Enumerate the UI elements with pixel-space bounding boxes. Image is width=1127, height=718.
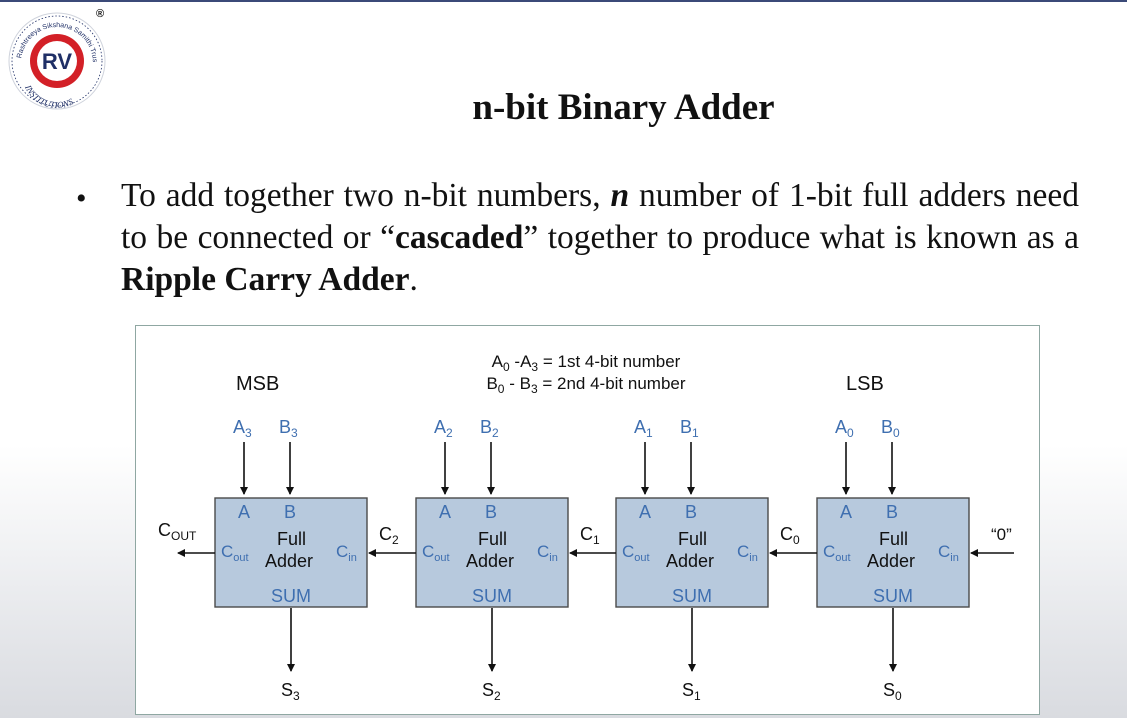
legend-b-range: B0 - B3 = 2nd 4-bit number <box>486 374 685 396</box>
pin-a-label: A <box>238 502 250 522</box>
pin-a-label: A <box>840 502 852 522</box>
input-a-label: A0 <box>835 417 854 440</box>
input-a-label: A1 <box>634 417 653 440</box>
sum-output-label: S0 <box>883 680 902 703</box>
carry-in-zero-label: “0” <box>991 525 1012 544</box>
cin-pin-label: Cin <box>336 542 357 564</box>
lsb-label: LSB <box>846 373 884 395</box>
cin-pin-label: Cin <box>737 542 758 564</box>
full-label: Full <box>678 529 707 549</box>
bullet-paragraph: To add together two n-bit numbers, n num… <box>121 177 1080 298</box>
sum-output-label: S2 <box>482 680 501 703</box>
input-a-label: A3 <box>233 417 252 440</box>
full-label: Full <box>478 529 507 549</box>
carry-label: C0 <box>780 524 800 547</box>
cout-pin-label: Cout <box>422 542 450 564</box>
cout-pin-label: Cout <box>823 542 851 564</box>
adder-label: Adder <box>265 551 313 571</box>
pin-a-label: A <box>639 502 651 522</box>
full-label: Full <box>879 529 908 549</box>
sum-output-label: S3 <box>281 680 300 703</box>
logo-initials: RV <box>42 49 72 74</box>
input-a-label: A2 <box>434 417 453 440</box>
full-adder-block <box>615 497 769 608</box>
top-rule <box>0 0 1127 2</box>
slide-title: n-bit Binary Adder <box>472 87 775 128</box>
cout-pin-label: Cout <box>221 542 249 564</box>
cin-pin-label: Cin <box>938 542 959 564</box>
full-label: Full <box>277 529 306 549</box>
input-b-label: B2 <box>480 417 499 440</box>
input-b-label: B3 <box>279 417 298 440</box>
adder-label: Adder <box>466 551 514 571</box>
cout-label: COUT <box>158 520 197 543</box>
cout-pin-label: Cout <box>622 542 650 564</box>
sum-label: SUM <box>472 586 512 606</box>
pin-b-label: B <box>485 502 497 522</box>
pin-b-label: B <box>886 502 898 522</box>
input-b-label: B1 <box>680 417 699 440</box>
cin-pin-label: Cin <box>537 542 558 564</box>
msb-label: MSB <box>236 373 279 395</box>
sum-output-label: S1 <box>682 680 701 703</box>
adder-label: Adder <box>867 551 915 571</box>
carry-label: C2 <box>379 524 399 547</box>
sum-label: SUM <box>873 586 913 606</box>
pin-b-label: B <box>284 502 296 522</box>
carry-label: C1 <box>580 524 600 547</box>
pin-b-label: B <box>685 502 697 522</box>
full-adder-block <box>415 497 569 608</box>
registered-mark: ® <box>96 8 104 20</box>
rv-logo: Rashtreeya Sikshana Samithi Trust INSTIT… <box>2 3 106 110</box>
sum-label: SUM <box>672 586 712 606</box>
sum-label: SUM <box>271 586 311 606</box>
adder-label: Adder <box>666 551 714 571</box>
full-adder-block <box>816 497 970 608</box>
pin-a-label: A <box>439 502 451 522</box>
bullet-marker: • <box>76 182 87 215</box>
input-b-label: B0 <box>881 417 900 440</box>
legend-a-range: A0 -A3 = 1st 4-bit number <box>492 352 681 374</box>
